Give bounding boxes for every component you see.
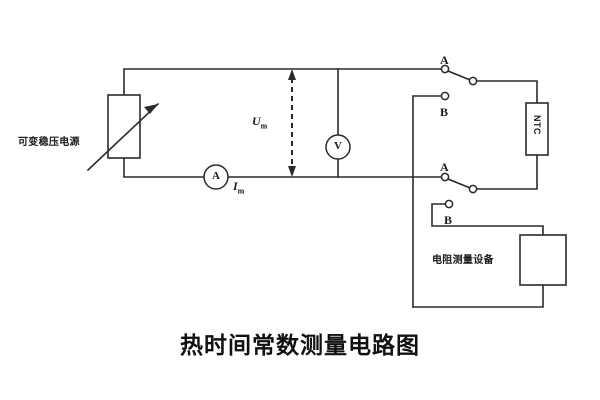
current-symbol: I: [233, 179, 238, 193]
wire-upper-b-to-common-bus: [412, 95, 442, 308]
upper-switch-terminal-a-dot[interactable]: [440, 64, 450, 74]
ammeter-circle: [203, 164, 229, 190]
ammeter-label: A: [212, 170, 220, 182]
current-measure-label: Im: [233, 180, 244, 195]
upper-switch-throw-dot[interactable]: [468, 76, 478, 86]
wire-lower-switch-to-ntc: [476, 154, 538, 190]
upper-switch-label-b: B: [440, 105, 449, 119]
wire-lower-b-to-meter: [431, 203, 544, 236]
lower-switch-blade[interactable]: [446, 177, 472, 190]
power-supply-label: 可变稳压电源: [18, 137, 80, 148]
wire-meter-return-bus: [412, 284, 544, 308]
voltmeter-circle: [325, 134, 351, 160]
variable-arrow-head: [144, 104, 158, 114]
upper-switch-label-a: A: [440, 53, 449, 67]
lower-switch-throw-dot[interactable]: [468, 184, 478, 194]
wire-upper-switch-to-ntc: [476, 80, 538, 104]
diagram-title: 热时间常数测量电路图: [180, 333, 420, 359]
upper-switch-blade[interactable]: [446, 69, 472, 82]
voltmeter-label: V: [334, 140, 342, 152]
current-subscript: m: [237, 186, 245, 196]
voltage-arrow-head-up: [288, 69, 296, 80]
variable-arrow-shaft: [86, 102, 160, 172]
resistance-meter-box: [519, 234, 567, 286]
power-supply-leader-line: [72, 150, 88, 170]
wire-top-rail: [123, 68, 442, 96]
lower-switch-terminal-a-dot[interactable]: [440, 172, 450, 182]
wire-bottom-rail-left: [123, 157, 205, 178]
voltage-symbol: U: [252, 114, 261, 128]
lower-switch-terminal-b-dot[interactable]: [444, 199, 454, 209]
resistance-meter-label: 电阻测量设备: [432, 255, 494, 266]
ntc-thermistor-box: [525, 102, 549, 156]
voltage-measure-label: Um: [252, 115, 267, 130]
upper-switch-terminal-b-dot[interactable]: [440, 91, 450, 101]
lower-switch-label-a: A: [440, 160, 449, 174]
voltage-arrow-head-down: [288, 166, 296, 177]
ntc-thermistor-label: NTC: [532, 115, 542, 135]
voltage-subscript: m: [260, 121, 268, 131]
lower-switch-label-b: B: [444, 213, 453, 227]
